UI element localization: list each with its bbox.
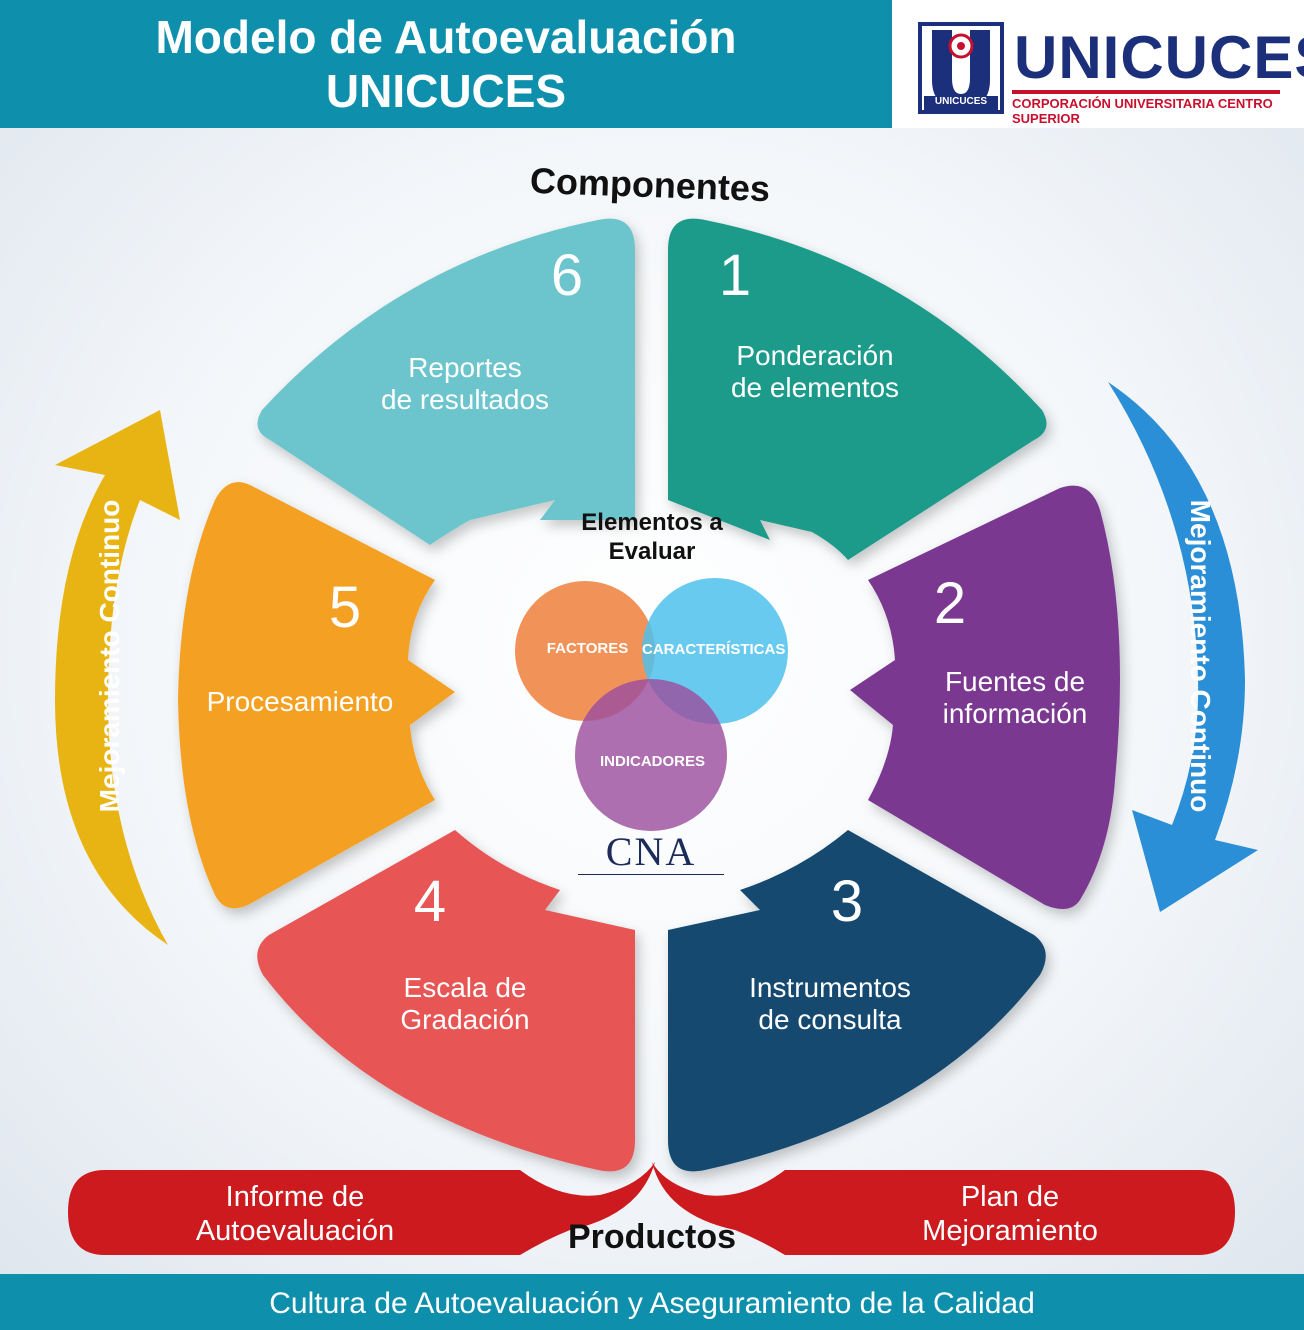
segment-5-label: Procesamiento xyxy=(180,686,420,718)
segment-6-line-2: de resultados xyxy=(380,384,550,415)
center-heading: Elementos a Evaluar xyxy=(540,508,764,566)
segment-6-number: 6 xyxy=(550,243,584,308)
caracteristicas-label: CARACTERÍSTICAS xyxy=(642,641,786,658)
product-right-label: Plan de Mejoramiento xyxy=(870,1180,1150,1248)
center-heading-line-1: Elementos a xyxy=(581,509,723,536)
segment-6-label: Reportes de resultados xyxy=(340,352,590,416)
logo-divider xyxy=(1012,90,1280,94)
page-title: Modelo de Autoevaluación UNICUCES xyxy=(0,10,892,118)
logo-wordmark: UNICUCES xyxy=(1014,24,1304,91)
emblem-text: UNICUCES xyxy=(934,96,988,107)
cna-logo-text: CNA xyxy=(605,829,697,874)
segment-4-line-2: Gradación xyxy=(400,1004,530,1035)
left-arrow-shape xyxy=(55,410,180,945)
segment-4-shape xyxy=(257,830,635,1172)
right-arrow-shape xyxy=(1108,382,1258,912)
segment-4-line-1: Escala de xyxy=(403,972,527,1003)
segment-1-number: 1 xyxy=(718,243,752,308)
circle-indicadores xyxy=(575,679,727,831)
footer-text: Cultura de Autoevaluación y Aseguramient… xyxy=(269,1287,1035,1320)
segment-1-line-1: Ponderación xyxy=(736,340,894,371)
product-left-line-2: Autoevaluación xyxy=(195,1215,395,1247)
segment-3-line-1: Instrumentos xyxy=(749,972,911,1003)
segment-1-label: Ponderación de elementos xyxy=(690,340,940,404)
segment-2-line-2: información xyxy=(942,698,1088,729)
segment-6-shape xyxy=(257,218,635,545)
segment-3-shape xyxy=(668,830,1046,1172)
unicuces-emblem-icon xyxy=(918,22,1004,114)
product-right-shape xyxy=(652,1162,1235,1255)
indicadores-label: INDICADORES xyxy=(599,753,705,770)
product-left-label: Informe de Autoevaluación xyxy=(150,1180,440,1248)
segment-3-number: 3 xyxy=(830,869,864,934)
segment-5-shape xyxy=(178,482,455,909)
segment-4-label: Escala de Gradación xyxy=(345,972,585,1036)
cna-logo-rule xyxy=(578,874,724,875)
segment-1-shape xyxy=(668,218,1047,560)
header-banner xyxy=(0,0,892,128)
product-left-shape xyxy=(68,1162,655,1255)
segment-5-number: 5 xyxy=(328,575,362,640)
product-right-line-1: Plan de xyxy=(960,1181,1060,1213)
factores-label: FACTORES xyxy=(546,640,629,657)
segment-2-shape xyxy=(850,485,1120,909)
segment-3-label: Instrumentos de consulta xyxy=(705,972,955,1036)
title-line-1: Modelo de Autoevaluación xyxy=(155,11,737,63)
center-heading-line-2: Evaluar xyxy=(608,538,696,565)
product-right-line-2: Mejoramiento xyxy=(922,1215,1098,1247)
cna-logo: CNA xyxy=(578,832,724,878)
left-arrow-label: Mejoramiento Continuo xyxy=(94,499,125,813)
segment-1-line-2: de elementos xyxy=(730,372,900,403)
product-left-line-1: Informe de xyxy=(225,1181,365,1213)
segment-2-number: 2 xyxy=(933,571,967,636)
products-heading: Productos xyxy=(567,1218,737,1256)
segment-4-number: 4 xyxy=(413,869,447,934)
logo-subtitle: CORPORACIÓN UNIVERSITARIA CENTRO SUPERIO… xyxy=(1012,96,1273,126)
segment-2-label: Fuentes de información xyxy=(900,666,1130,730)
segment-6-line-1: Reportes xyxy=(408,352,522,383)
right-arrow-label: Mejoramiento Continuo xyxy=(1185,499,1216,813)
segment-3-line-2: de consulta xyxy=(758,1004,902,1035)
footer-banner xyxy=(0,1274,1304,1330)
segment-5-line-1: Procesamiento xyxy=(206,686,394,717)
segment-2-line-1: Fuentes de xyxy=(944,666,1086,697)
title-line-2: UNICUCES xyxy=(325,65,567,117)
